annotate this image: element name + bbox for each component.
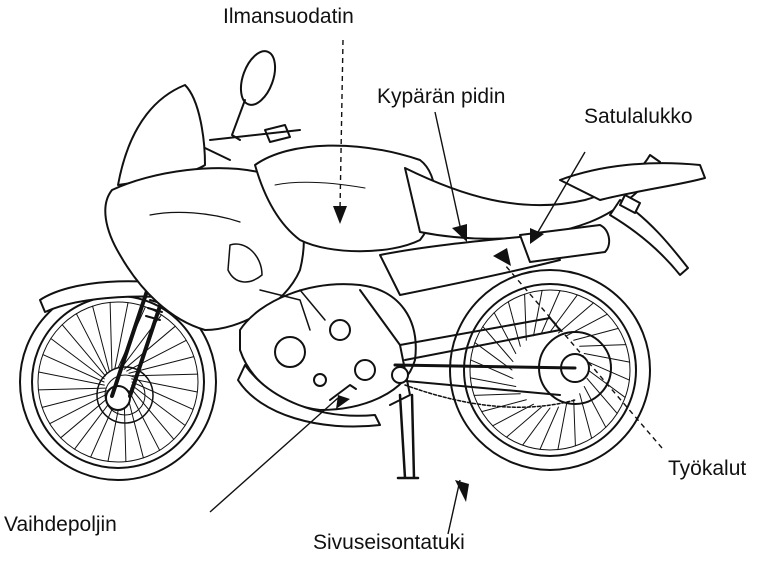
spoke: [558, 303, 593, 333]
spoke: [550, 295, 577, 332]
label-side-stand: Sivuseisontatuki: [313, 532, 465, 553]
spoke: [132, 379, 198, 392]
rear-wheel: [450, 270, 650, 470]
label-gear-pedal: Vaihdepoljin: [4, 514, 117, 535]
spoke: [110, 302, 112, 369]
spoke: [558, 404, 567, 449]
label-air-filter: Ilmansuodatin: [223, 6, 354, 27]
label-tools: Työkalut: [668, 458, 746, 479]
spoke: [470, 378, 515, 387]
side-stand-shape: [398, 395, 418, 478]
spoke: [540, 407, 558, 449]
spoke: [574, 400, 576, 446]
spoke: [51, 339, 105, 379]
spoke: [471, 360, 513, 378]
spoke: [131, 374, 198, 376]
spoke: [534, 290, 543, 335]
spoke: [474, 394, 520, 396]
spoke: [38, 388, 105, 390]
spoke: [507, 407, 542, 437]
spoke: [587, 378, 617, 413]
spoke: [587, 362, 629, 380]
spoke: [525, 294, 527, 340]
spoke: [39, 372, 105, 385]
side-stand-leader: [448, 480, 460, 534]
spoke: [523, 408, 550, 445]
label-helmet-holder: Kypärän pidin: [377, 86, 505, 107]
spoke: [132, 382, 193, 409]
spoke: [584, 354, 629, 363]
spoke: [43, 355, 104, 382]
rear-fender: [610, 200, 688, 275]
mirror: [232, 47, 282, 140]
label-seat-lock: Satulalukko: [584, 106, 693, 127]
gear-pedal-leader: [210, 398, 338, 512]
